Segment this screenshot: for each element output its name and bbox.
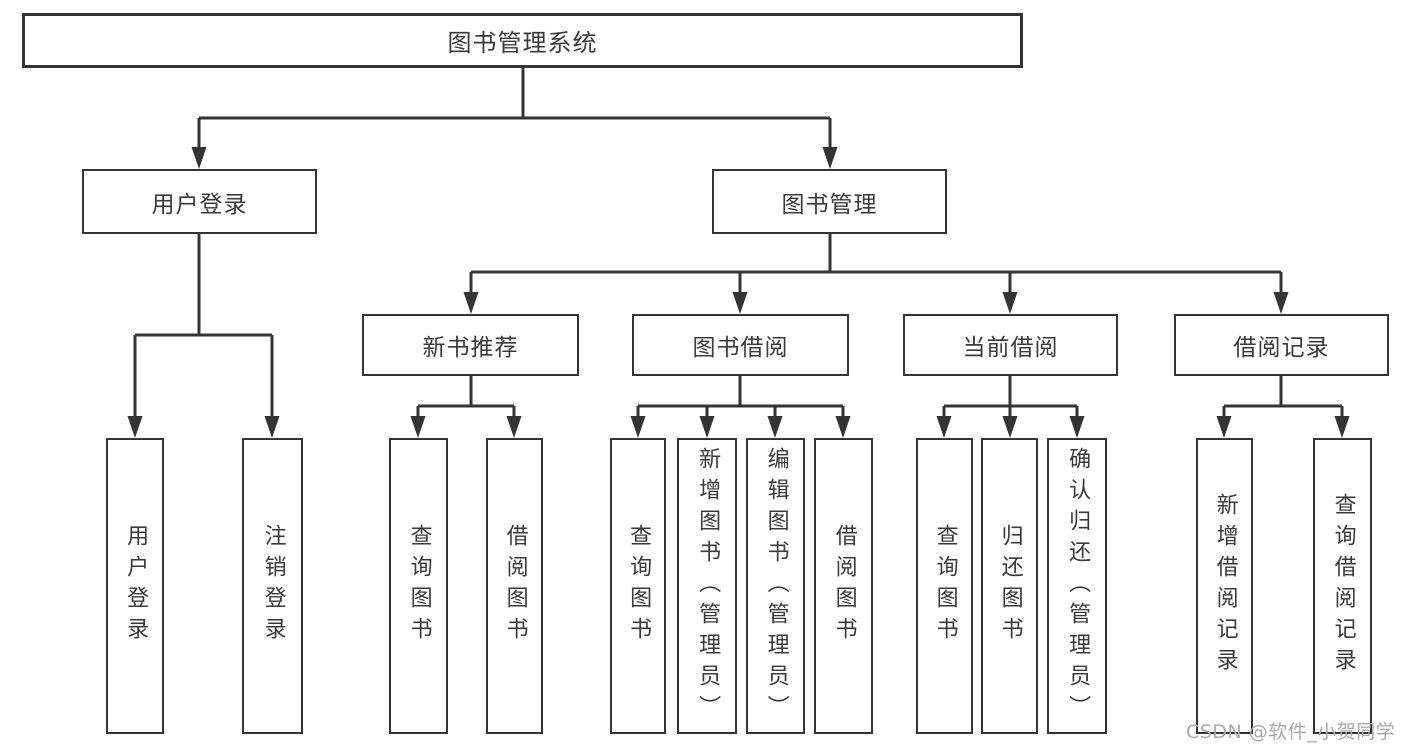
node-leaf-edit-books-admin: 编辑图书（管理员） [746,438,805,734]
node-leaf-logout: 注销登录 [242,438,303,734]
node-root: 图书管理系统 [22,13,1023,68]
node-new-book-recommend: 新书推荐 [362,314,579,376]
watermark: CSDN @软件_小贺同学 [1186,721,1396,743]
node-leaf-query-books-current: 查询图书 [916,438,973,734]
node-leaf-user-login: 用户登录 [106,438,164,734]
node-book-borrowing: 图书借阅 [632,314,849,376]
node-leaf-query-books-borrowing: 查询图书 [610,438,666,734]
node-book-management: 图书管理 [712,169,947,234]
node-leaf-add-borrow-record: 新增借阅记录 [1196,438,1253,734]
node-leaf-borrow-books-recommend: 借阅图书 [486,438,543,734]
node-leaf-return-books: 归还图书 [981,438,1038,734]
node-current-borrowing: 当前借阅 [903,314,1118,376]
node-leaf-add-books-admin: 新增图书（管理员） [677,438,737,734]
node-leaf-confirm-return-admin: 确认归还（管理员） [1047,438,1107,734]
node-user-login: 用户登录 [82,169,317,234]
node-leaf-query-books-recommend: 查询图书 [389,438,448,734]
node-borrowing-records: 借阅记录 [1174,314,1389,376]
node-leaf-query-borrow-record: 查询借阅记录 [1313,438,1372,734]
node-leaf-borrow-books: 借阅图书 [814,438,873,734]
